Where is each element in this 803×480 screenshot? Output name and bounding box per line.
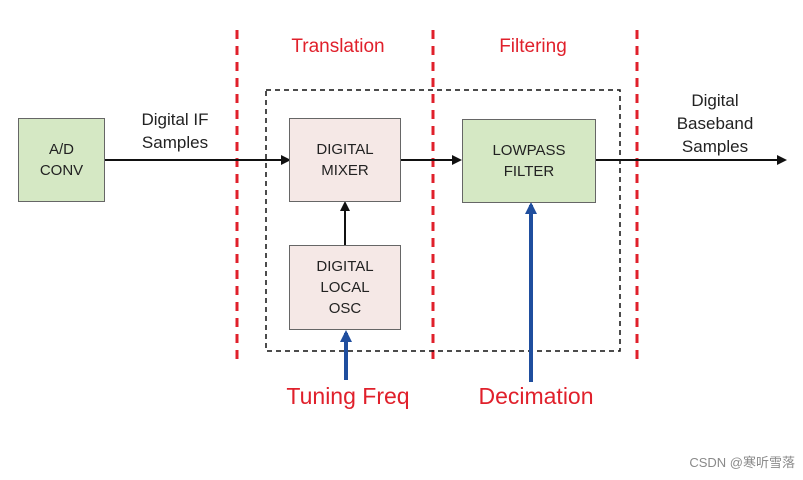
digital-if-samples-label: Digital IF Samples [141,110,209,152]
tuning-freq-label: Tuning Freq [286,383,410,409]
lowpass-filter-block: LOWPASS FILTER [462,119,596,203]
decimation-label: Decimation [478,383,594,409]
ad-converter-block: A/D CONV [18,118,105,202]
watermark: CSDN @寒听雪落 [689,455,795,470]
digital-mixer-block: DIGITAL MIXER [289,118,401,202]
section-translation-label: Translation [291,36,385,57]
digital-baseband-samples-label: Digital Baseband Samples [676,91,754,156]
digital-local-osc-block: DIGITAL LOCAL OSC [289,245,401,330]
section-filtering-label: Filtering [499,36,567,57]
processing-boundary [265,89,621,352]
